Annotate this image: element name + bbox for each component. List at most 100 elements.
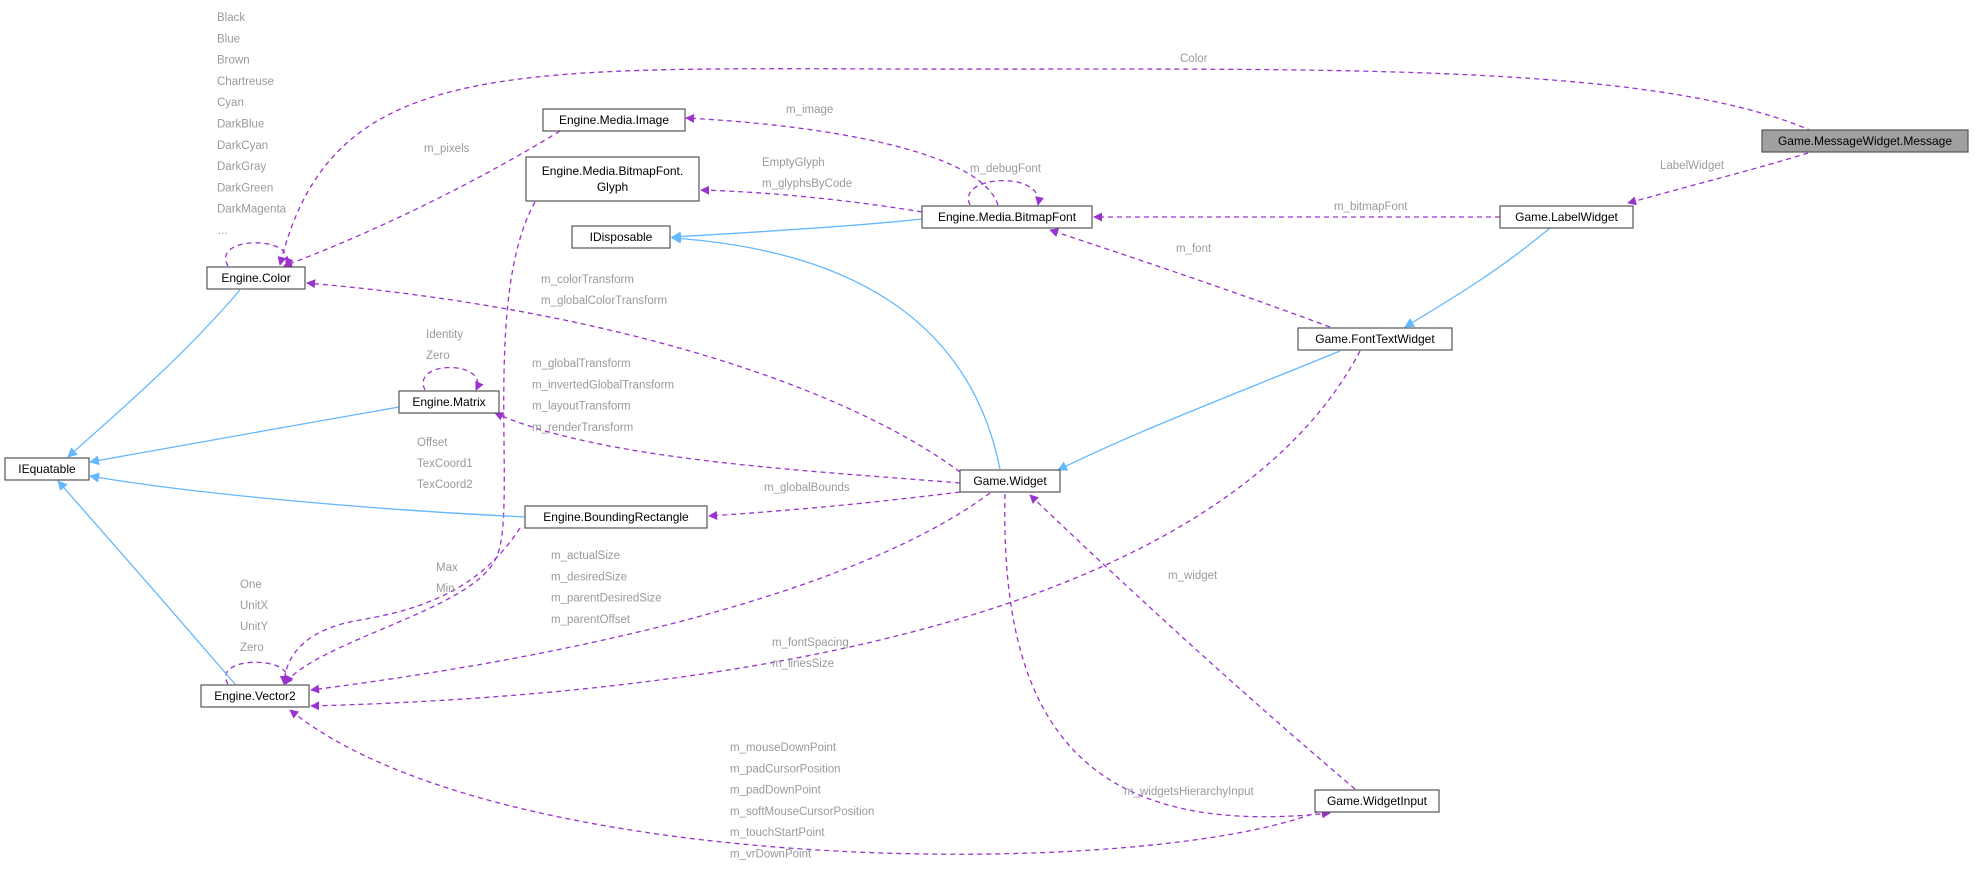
edge-label-line: UnitY [240,621,268,633]
class-node-label: Game.FontTextWidget [1315,332,1435,346]
dependency-edge-boundingrect-vector2 [279,527,521,685]
edge-label-line: m_widgetsHierarchyInput [1124,786,1255,798]
dependency-edge-widgetinput-vector2 [289,709,1321,855]
edge-label-line: Max [436,562,458,574]
class-node-box [1499,205,1634,229]
class-node-iequatable[interactable]: IEquatable [4,457,90,481]
edge-label-line: Chartreuse [217,76,274,88]
class-node-widgetinput[interactable]: Game.WidgetInput [1314,789,1440,813]
dependency-edge-widget-boundingrect [708,491,961,520]
dependency-edge-widget-vector2 [310,492,991,694]
edge-label-message-labelwidget: LabelWidget [1660,160,1725,172]
edge-label-line: DarkMagenta [217,204,287,216]
class-node-box [921,205,1093,229]
edge-label-line: LabelWidget [1660,160,1725,172]
edge-label-line: ... [218,225,228,237]
class-node-matrix[interactable]: Engine.Matrix [398,390,500,414]
edge-label-line: DarkGray [217,161,266,173]
edge-label-line: m_padDownPoint [730,785,822,797]
edge-label-line: Zero [426,350,450,362]
class-node-message[interactable]: Game.MessageWidget.Message [1761,129,1969,153]
edge-label-line: m_widget [1168,570,1218,582]
edge-label-line: m_actualSize [551,550,620,562]
class-node-label: Game.LabelWidget [1515,210,1618,224]
edge-label-line: m_pixels [424,143,470,155]
edge-label-bitmapfont-image: m_image [786,104,833,116]
edge-label-color-self-loop: ... [218,225,228,237]
class-node-box [206,266,306,290]
edge-label-line: TexCoord1 [417,458,473,470]
edge-label-line: One [240,579,262,591]
class-node-glyph[interactable]: Engine.Media.BitmapFont.Glyph [525,156,700,202]
edge-label-line: m_image [786,104,833,116]
edge-label-widget-boundingrect: m_globalBounds [764,482,850,494]
class-node-label: Engine.Media.Image [559,113,669,127]
class-node-fonttextwidget[interactable]: Game.FontTextWidget [1297,327,1453,351]
inheritance-edge-26 [89,406,400,466]
edge-label-labelwidget-bitmapfont: m_bitmapFont [1334,201,1408,213]
edge-label-line: m_touchStartPoint [730,827,825,839]
edge-label-widget-vector2: m_actualSize m_desiredSize m_parentDesired… [551,550,662,626]
edge-label-line: m_desiredSize [551,571,627,583]
class-node-color[interactable]: Engine.Color [206,266,306,290]
dependency-edge-vector2-self [225,661,294,685]
edge-label-line: Blue [217,33,240,45]
class-node-label: IDisposable [590,230,653,244]
class-node-widget[interactable]: Game.Widget [959,469,1061,493]
edge-label-widget-matrix: m_globalTransformm_invertedGlobalTransfo… [532,358,674,434]
class-node-box [1761,129,1969,153]
edge-label-line: m_mouseDownPoint [730,742,837,754]
class-node-label: IEquatable [18,462,76,476]
class-node-idisposable[interactable]: IDisposable [571,225,671,249]
edge-label-line: Black [217,12,245,24]
class-node-image[interactable]: Engine.Media.Image [542,108,686,132]
inheritance-edge-21 [1404,227,1551,328]
edge-label-line: m_globalTransform [532,358,631,370]
edge-label-line: m_layoutTransform [532,401,631,413]
edge-label-color-self-top: BlackBlueBrownChartreuseCyanDarkBlueDark… [217,12,287,216]
edge-label-widget-widgetinput: m_widgetsHierarchyInput [1124,786,1255,798]
edge-label-image-color: m_pixels [424,143,470,155]
dependency-edge-matrix-self [422,366,484,391]
edge-label-line: m_parentDesiredSize [551,593,662,605]
edge-label-line: Min [436,583,455,595]
edge-label-line: m_colorTransform [541,274,634,286]
edge-label-line: m_font [1176,243,1212,255]
class-node-label: Engine.Media.BitmapFont. [542,164,683,178]
class-node-label: Engine.Vector2 [214,689,296,703]
class-node-label: Game.WidgetInput [1327,794,1428,808]
class-node-vector2[interactable]: Engine.Vector2 [200,684,310,708]
dependency-edge-bitmapfont-image [685,113,999,206]
class-node-box [4,457,90,481]
dependency-edge-widget-color [306,279,961,473]
inheritance-edge-22 [1057,350,1341,471]
edge-label-line: m_renderTransform [532,422,633,434]
inheritance-edge-28 [57,480,236,685]
class-node-box [398,390,500,414]
edge-label-line: Brown [217,55,250,67]
dependency-edge-bitmapfont-glyph [700,185,923,213]
dependency-edge-widgetinput-widget [1029,494,1356,790]
edge-label-line: m_vrDownPoint [730,849,812,861]
edge-label-fonttextwidget-bitmapfont: m_font [1176,243,1212,255]
class-node-label: Game.Widget [973,474,1047,488]
class-node-boundingrect[interactable]: Engine.BoundingRectangle [524,505,708,529]
edge-label-line: m_linesSize [772,658,834,670]
edge-label-line: DarkBlue [217,119,264,131]
edge-label-line: m_padCursorPosition [730,763,841,775]
class-node-label: Engine.BoundingRectangle [543,510,689,524]
dependency-edge-widget-matrix [494,412,961,484]
class-node-labelwidget[interactable]: Game.LabelWidget [1499,205,1634,229]
edge-label-line: m_globalBounds [764,482,850,494]
class-node-bitmapfont[interactable]: Engine.Media.BitmapFont [921,205,1093,229]
edge-label-line: Offset [417,437,448,449]
dependency-edge-image-color [283,130,561,268]
edge-label-line: DarkGreen [217,182,273,194]
